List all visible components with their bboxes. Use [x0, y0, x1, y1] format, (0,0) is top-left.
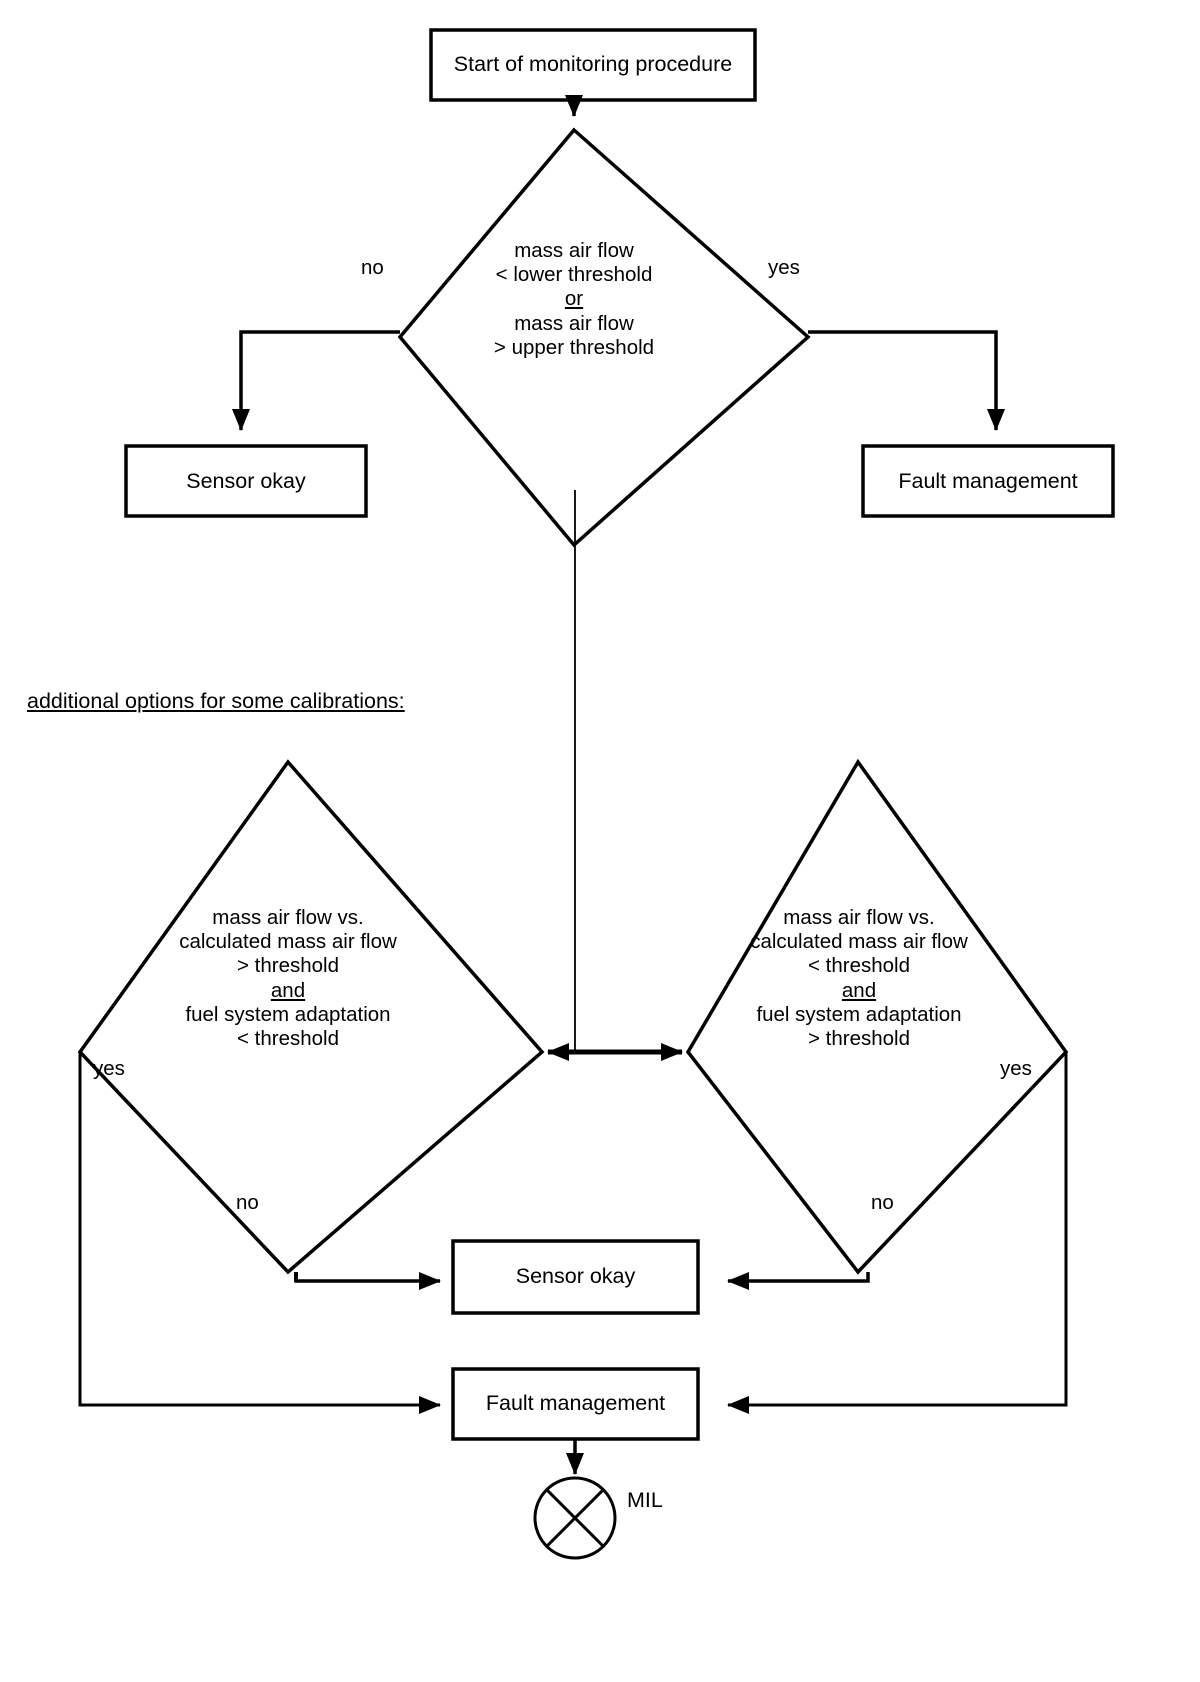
fault-management-bottom-shape [451, 1367, 700, 1441]
edge-right-yes-route [727, 1052, 1068, 1414]
fault-management-top-shape [861, 444, 1115, 518]
mil-label: MIL [627, 1488, 663, 1512]
sensor-okay-top-shape [124, 444, 368, 518]
edge-right-no-final-route [727, 1272, 870, 1290]
decision-main-shape [397, 127, 811, 548]
edge-main-yes [808, 330, 1005, 431]
decision-left-shape [77, 759, 545, 1275]
edge-label-left-no: no [236, 1191, 259, 1214]
start-box-shape [429, 28, 757, 102]
edge-label-main-yes: yes [768, 256, 800, 279]
decision-right-shape [685, 758, 1069, 1275]
sensor-okay-bottom-shape [451, 1239, 700, 1315]
edge-left-yes-route [78, 1052, 441, 1414]
edge-label-right-no: no [871, 1191, 894, 1214]
mil-cross-line-2 [545, 1488, 605, 1548]
additional-options-caption: additional options for some calibrations… [27, 689, 405, 713]
edge-label-main-no: no [361, 256, 384, 279]
edge-left-no-final-route [294, 1272, 441, 1290]
edge-label-right-yes: yes [1000, 1057, 1032, 1080]
edge-label-left-yes: yes [93, 1057, 125, 1080]
edge-main-no [232, 330, 400, 431]
